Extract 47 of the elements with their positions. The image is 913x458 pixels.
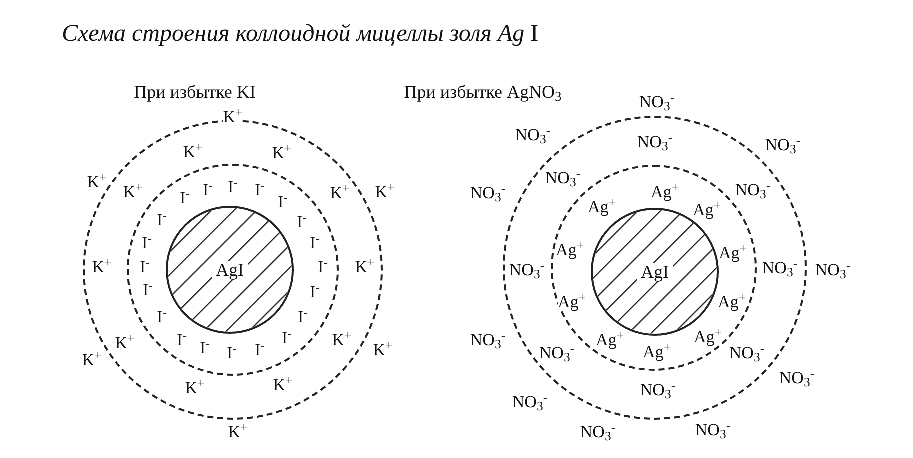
- ion-label: I$^{-}$: [157, 308, 167, 326]
- ion-label: I$^{-}$: [255, 342, 265, 358]
- ion-label: K$^{+}$: [183, 144, 203, 160]
- core-label: AgI: [212, 261, 248, 279]
- ion-label: Ag$^{+}$: [718, 294, 746, 310]
- ion-label: I$^{-}$: [203, 182, 213, 198]
- subtitle: При избытке KI: [134, 83, 256, 101]
- ion-label: Ag$^{+}$: [693, 202, 721, 218]
- ion-label: K$^{+}$: [373, 342, 393, 358]
- ion-label: I$^{-}$: [140, 258, 150, 276]
- ion-label: K$^{+}$: [115, 334, 135, 352]
- ion-label: I$^{-}$: [310, 284, 320, 300]
- core-label: AgI: [637, 263, 673, 281]
- ion-label: I$^{-}$: [143, 282, 153, 298]
- ion-label: K$^{+}$: [273, 376, 293, 394]
- ion-label: K$^{+}$: [375, 184, 395, 200]
- ion-label: K$^{+}$: [330, 184, 350, 202]
- ion-label: Ag$^{+}$: [596, 332, 624, 348]
- ion-label: I$^{-}$: [200, 340, 210, 356]
- ion-label: I$^{-}$: [318, 258, 328, 276]
- ion-label: I$^{-}$: [298, 308, 308, 326]
- ion-label: K$^{+}$: [82, 352, 102, 368]
- ion-label: I$^{-}$: [282, 330, 292, 346]
- ion-label: K$^{+}$: [87, 174, 107, 190]
- ion-label: Ag$^{+}$: [694, 328, 722, 346]
- ion-label: K$^{+}$: [185, 380, 205, 396]
- ion-label: K$^{+}$: [332, 332, 352, 348]
- ion-label: K$^{+}$: [228, 424, 248, 440]
- ion-label: I$^{-}$: [227, 344, 237, 362]
- ion-label: I$^{-}$: [228, 178, 238, 196]
- ion-label: K$^{+}$: [123, 184, 143, 200]
- ion-label: I$^{-}$: [180, 190, 190, 206]
- subtitle: При избытке AgNO$_{3}$: [404, 83, 562, 101]
- ion-label: Ag$^{+}$: [588, 198, 616, 216]
- ion-label: I$^{-}$: [177, 332, 187, 348]
- ion-label: I$^{-}$: [310, 234, 320, 252]
- title: Схема строения коллоидной мицеллы золя Ag I: [62, 20, 539, 49]
- ion-label: I$^{-}$: [278, 194, 288, 210]
- ion-label: I$^{-}$: [255, 182, 265, 198]
- ion-label: I$^{-}$: [297, 214, 307, 230]
- ion-label: I$^{-}$: [142, 234, 152, 252]
- ion-label: I$^{-}$: [157, 212, 167, 228]
- ion-label: K$^{+}$: [355, 258, 375, 276]
- ion-label: Ag$^{+}$: [719, 244, 747, 262]
- ion-label: K$^{+}$: [92, 258, 112, 276]
- ion-label: K$^{+}$: [223, 108, 243, 126]
- ion-label: K$^{+}$: [272, 144, 292, 162]
